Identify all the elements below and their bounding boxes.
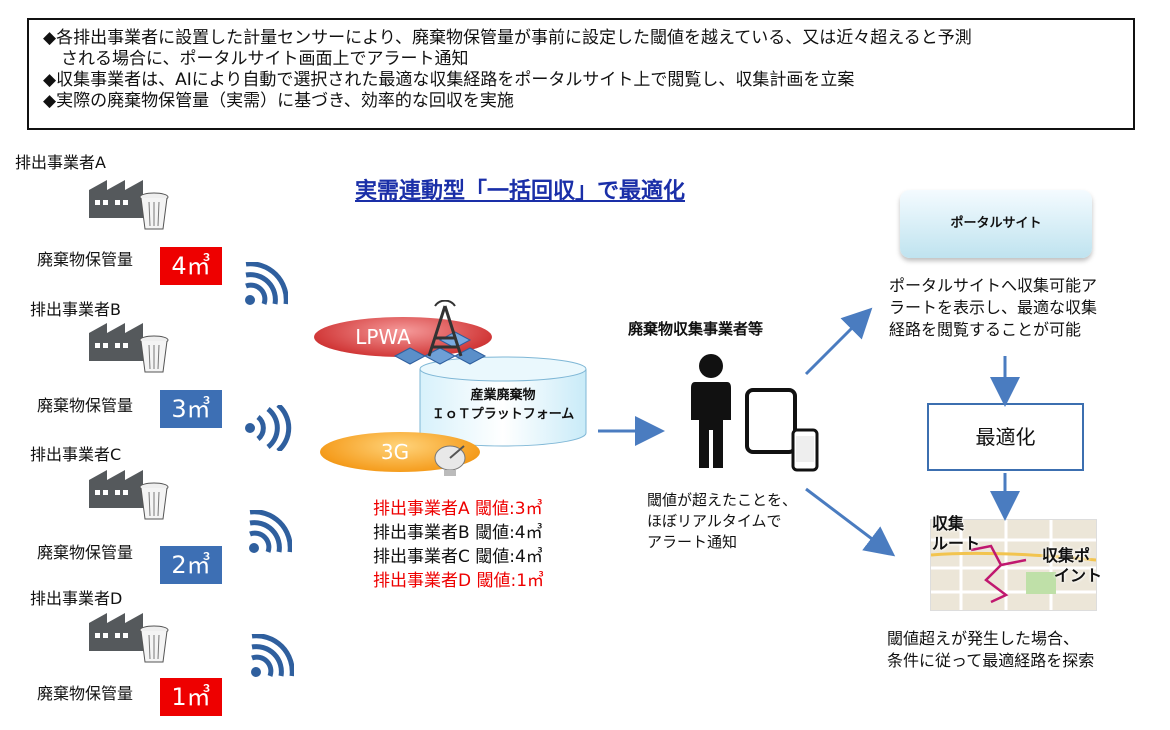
platform-cylinder xyxy=(419,356,587,447)
threshold-list: 排出事業者A 閾値:3㎥ 排出事業者B 閾値:4㎥ 排出事業者C 閾値:4㎥ 排… xyxy=(373,497,544,593)
wifi-signal-icon xyxy=(245,262,288,305)
platform-line-1: 産業廃棄物 xyxy=(470,388,536,403)
person-with-devices-icon xyxy=(691,354,819,472)
route-map-graphic xyxy=(931,520,1096,610)
volume-badge-c: 2㎥ xyxy=(160,546,222,584)
wifi-signal-icon xyxy=(249,510,292,553)
wifi-signal-icon xyxy=(251,634,294,677)
storage-label-c: 廃棄物保管量 xyxy=(37,543,134,562)
lpwa-label: LPWA xyxy=(355,325,411,349)
map-route-1: 収集 xyxy=(932,514,965,533)
volume-badge-b: 3㎥ xyxy=(160,390,222,428)
platform-label: 産業廃棄物 ＩｏＴプラットフォーム xyxy=(420,386,586,424)
satellite-dish-icon xyxy=(434,445,466,476)
map-route-2: ルート xyxy=(932,534,981,553)
threshold-b: 排出事業者B 閾値:4㎥ xyxy=(373,523,543,543)
discharger-c-name: 排出事業者C xyxy=(30,445,122,464)
portal-desc-3: 経路を閲覧することが可能 xyxy=(889,320,1082,339)
threshold-c: 排出事業者C 閾値:4㎥ xyxy=(373,547,543,567)
volume-badge-a: 4㎥ xyxy=(160,247,222,285)
antenna-tower-icon xyxy=(393,300,487,365)
collector-note-2: ほぼリアルタイムで xyxy=(647,512,782,530)
bottom-note-1: 閾値超えが発生した場合、 xyxy=(887,629,1080,648)
discharger-b-name: 排出事業者B xyxy=(30,300,121,319)
summary-line-2: ◆収集事業者は、AIにより自動で選択された最適な収集経路をポータルサイト上で閲覧… xyxy=(43,70,855,90)
discharger-d-name: 排出事業者D xyxy=(30,589,123,608)
summary-box: ◆各排出事業者に設置した計量センサーにより、廃棄物保管量が事前に設定した閾値を越… xyxy=(27,18,1135,130)
portal-site-box: ポータルサイト xyxy=(900,190,1092,258)
threshold-a: 排出事業者A 閾値:3㎥ xyxy=(373,499,543,519)
arrow-collector-to-map xyxy=(805,487,896,557)
portal-desc-2: ラートを表示し、最適な収集 xyxy=(889,298,1098,317)
summary-line-3: ◆実際の廃棄物保管量（実需）に基づき、効率的な回収を実施 xyxy=(43,91,514,111)
trash-bin-icon xyxy=(139,625,169,663)
map-route-label: 収集 ルート xyxy=(932,514,980,554)
trash-bin-icon xyxy=(139,335,169,373)
storage-label-d: 廃棄物保管量 xyxy=(37,684,134,703)
trash-bin-icon xyxy=(139,482,169,520)
map-point-1: 収集ポ xyxy=(1042,546,1091,565)
bottom-note: 閾値超えが発生した場合、 条件に従って最適経路を探索 xyxy=(887,628,1094,672)
summary-line-1b: される場合に、ポータルサイト画面上でアラート通知 xyxy=(61,49,469,69)
portal-desc-1: ポータルサイトへ収集可能ア xyxy=(889,276,1098,295)
collector-note: 閾値が超えたことを、 ほぼリアルタイムで アラート通知 xyxy=(647,490,797,553)
wifi-signal-icon xyxy=(245,405,292,451)
storage-label-a: 廃棄物保管量 xyxy=(37,250,134,269)
trash-bin-icon xyxy=(139,192,169,230)
map-point-2: イント xyxy=(1054,566,1103,585)
factory-icon xyxy=(89,180,143,218)
lpwa-ellipse: LPWA xyxy=(314,317,492,357)
platform-line-2: ＩｏＴプラットフォーム xyxy=(431,407,575,422)
3g-label: 3G xyxy=(380,440,410,464)
map-point-label: 収集ポ イント xyxy=(1042,546,1102,586)
route-map xyxy=(930,519,1097,611)
bottom-note-2: 条件に従って最適経路を探索 xyxy=(887,651,1095,670)
volume-badge-d: 1㎥ xyxy=(160,678,222,716)
factory-icon xyxy=(89,613,143,651)
storage-label-b: 廃棄物保管量 xyxy=(37,396,134,415)
diagram-title: 実需連動型「一括回収」で最適化 xyxy=(355,179,686,204)
factory-icon xyxy=(89,323,143,361)
collector-title: 廃棄物収集事業者等 xyxy=(628,320,764,338)
portal-description: ポータルサイトへ収集可能ア ラートを表示し、最適な収集 経路を閲覧することが可能 xyxy=(889,275,1097,341)
discharger-a-name: 排出事業者A xyxy=(15,153,106,172)
collector-note-1: 閾値が超えたことを、 xyxy=(647,491,798,509)
summary-line-1: ◆各排出事業者に設置した計量センサーにより、廃棄物保管量が事前に設定した閾値を越… xyxy=(43,28,972,48)
collector-note-3: アラート通知 xyxy=(647,533,738,551)
threshold-d: 排出事業者D 閾値:1㎥ xyxy=(373,571,545,591)
arrow-collector-to-portal xyxy=(804,307,873,376)
factory-icon xyxy=(89,470,143,508)
